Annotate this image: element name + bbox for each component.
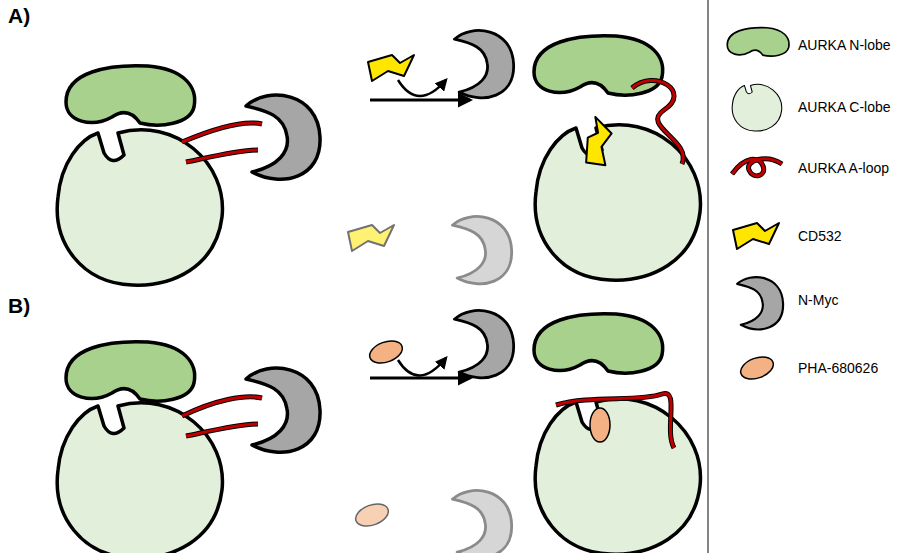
n-myc bbox=[454, 310, 513, 377]
legend-text: AURKA A-loop bbox=[798, 160, 889, 176]
divider bbox=[707, 0, 708, 553]
cd532 bbox=[368, 55, 414, 81]
panel-label: B) bbox=[8, 294, 30, 318]
panel-b bbox=[57, 310, 700, 553]
c-lobe bbox=[535, 125, 700, 280]
n-myc bbox=[246, 95, 320, 179]
panel-label: A) bbox=[8, 4, 30, 28]
legend-swatch bbox=[738, 353, 777, 383]
cd532 bbox=[580, 117, 620, 169]
n-lobe bbox=[66, 342, 195, 401]
panel-a bbox=[57, 30, 700, 285]
cd532-faded bbox=[348, 225, 394, 251]
c-lobe bbox=[57, 403, 222, 553]
legend-swatch bbox=[733, 223, 779, 249]
n-myc-faded bbox=[452, 216, 511, 283]
legend-text: PHA-680626 bbox=[798, 360, 878, 376]
legend-swatch bbox=[732, 84, 782, 131]
c-lobe bbox=[57, 130, 222, 285]
legend-swatch bbox=[737, 277, 783, 329]
pha-faded bbox=[353, 500, 392, 530]
legend-swatch bbox=[727, 28, 789, 56]
legend-text: CD532 bbox=[798, 228, 842, 244]
c-lobe bbox=[535, 399, 700, 553]
n-myc-faded bbox=[452, 490, 511, 553]
legend-text: AURKA N-lobe bbox=[798, 37, 891, 53]
pha-680626 bbox=[590, 408, 610, 442]
n-lobe bbox=[534, 36, 663, 95]
n-myc bbox=[454, 30, 513, 97]
legend-swatch bbox=[732, 159, 782, 176]
legend-swatches bbox=[727, 28, 789, 384]
n-lobe bbox=[66, 66, 195, 125]
n-lobe bbox=[534, 314, 663, 373]
legend-text: N-Myc bbox=[798, 292, 838, 308]
legend-text: AURKA C-lobe bbox=[798, 99, 891, 115]
n-myc bbox=[246, 368, 320, 452]
